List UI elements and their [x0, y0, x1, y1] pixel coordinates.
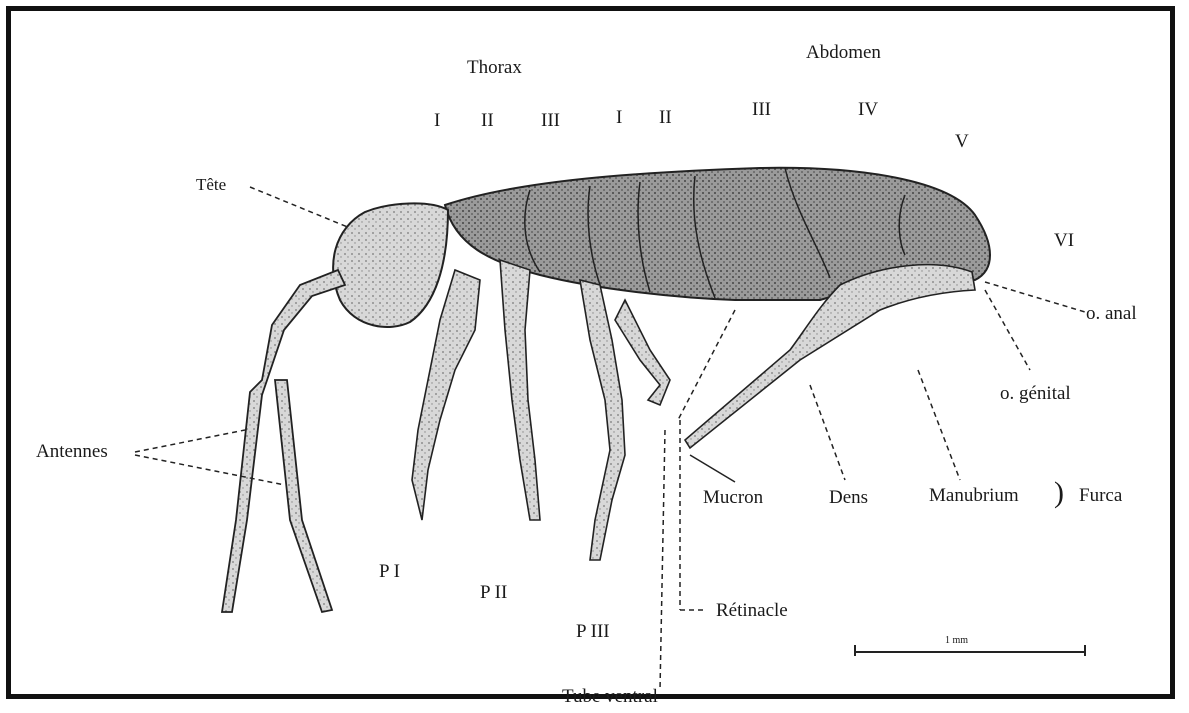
retinacle-label: Rétinacle	[716, 601, 788, 620]
abdomen-segment-4: IV	[858, 100, 878, 119]
genital-opening-label: o. génital	[1000, 384, 1071, 403]
antennae	[222, 270, 345, 612]
scale-label: 1 mm	[945, 636, 968, 646]
antennes-label: Antennes	[36, 442, 108, 461]
manubrium-label: Manubrium	[929, 486, 1019, 505]
abdomen-segment-2: II	[659, 108, 672, 127]
dens-label: Dens	[829, 488, 868, 507]
thorax-label: Thorax	[467, 58, 522, 77]
abdomen-segment-1: I	[616, 108, 622, 127]
thorax-segment-2: II	[481, 111, 494, 130]
tube-ventral-label: Tube ventral	[562, 687, 658, 706]
anal-opening-label: o. anal	[1086, 304, 1137, 323]
thorax-segment-3: III	[541, 111, 560, 130]
mucron-label: Mucron	[703, 488, 763, 507]
mucron-leader	[690, 455, 735, 482]
abdomen-segment-6: VI	[1054, 231, 1074, 250]
legs	[412, 260, 670, 560]
head	[333, 203, 448, 327]
furca-brace: )	[1054, 478, 1064, 508]
leg-3-label: P III	[576, 622, 610, 641]
abdomen-segment-5: V	[955, 132, 969, 151]
leg-2-label: P II	[480, 583, 507, 602]
scale-bar	[855, 645, 1085, 656]
furca-label: Furca	[1079, 486, 1122, 505]
thorax-segment-1: I	[434, 111, 440, 130]
tete-label: Tête	[196, 176, 226, 193]
abdomen-segment-3: III	[752, 100, 771, 119]
leg-1-label: P I	[379, 562, 400, 581]
abdomen-label: Abdomen	[806, 43, 881, 62]
